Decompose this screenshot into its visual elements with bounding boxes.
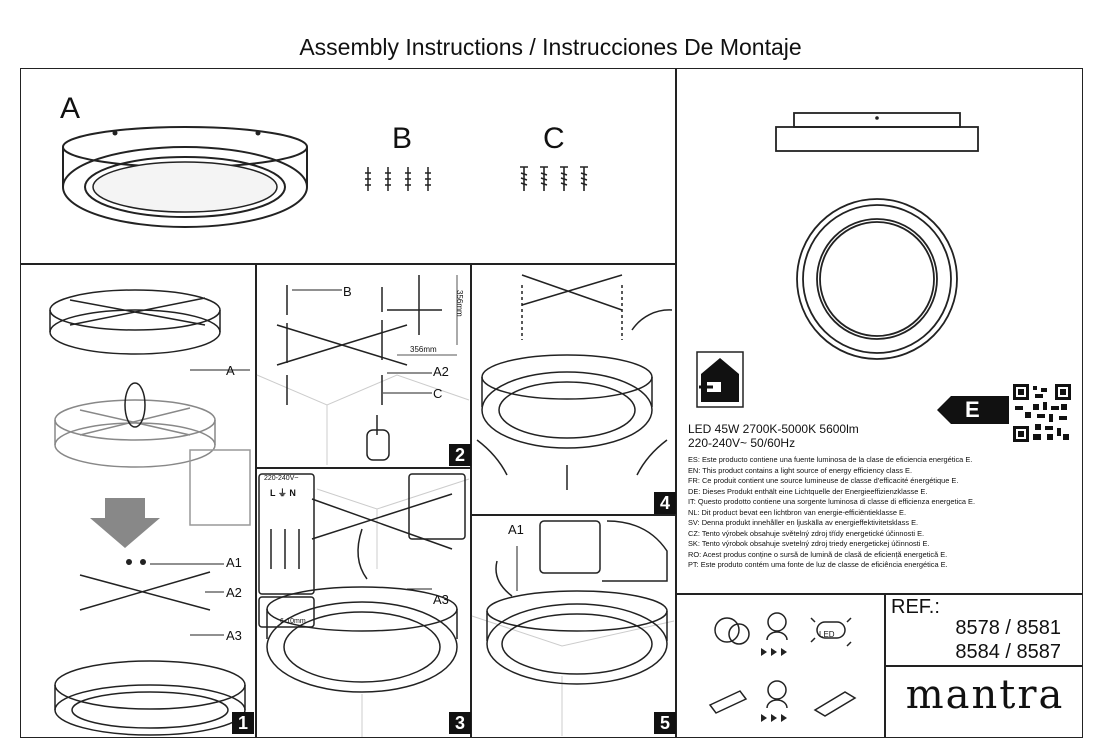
qr-code-icon <box>1013 384 1071 442</box>
instruction-sheet-frame <box>20 68 1083 738</box>
lamp-top-view <box>796 198 958 360</box>
ref-numbers-line2: 8584 / 8587 <box>955 641 1061 663</box>
divider <box>675 68 677 738</box>
spec-voltage: 220-240V~ 50/60Hz <box>688 436 796 450</box>
step-number-3: 3 <box>449 712 471 734</box>
step4-illustration <box>476 274 673 490</box>
lamp-side-view <box>775 112 979 152</box>
divider <box>470 263 472 738</box>
eu-notice: RO: Acest produs conține o sursă de lumi… <box>688 549 948 559</box>
divider <box>675 593 1083 595</box>
ref-numbers-line1: 8578 / 8581 <box>955 617 1061 639</box>
terminal-labels: L ⏚ N <box>270 488 296 498</box>
part-b-label: B <box>392 122 413 155</box>
eu-notice: ES: Este producto contiene una fuente lu… <box>688 455 973 464</box>
divider <box>255 263 257 738</box>
divider <box>255 467 470 469</box>
ref-label: REF.: <box>891 596 940 618</box>
eu-notice: FR: Ce produit contient une source lumin… <box>688 476 959 485</box>
step2-label-b: B <box>343 284 352 299</box>
step-number-2: 2 <box>449 444 471 466</box>
divider <box>470 514 675 516</box>
step1-illustration <box>49 289 251 736</box>
eu-notice: EN: This product contains a light source… <box>688 465 913 475</box>
page-title: Assembly Instructions / Instrucciones De… <box>299 34 802 60</box>
screw-icon <box>520 166 588 191</box>
led-icon-label: LED <box>819 630 835 639</box>
eu-notice: IT: Questo prodotto contiene una sorgent… <box>688 497 976 506</box>
ceiling-lamp-illustration <box>62 126 308 228</box>
led-disposal-icons <box>708 612 857 722</box>
energy-class-letter: E <box>965 397 980 422</box>
step-number-4: 4 <box>654 492 676 514</box>
eu-notice: CZ: Tento výrobek obsahuje světelný zdro… <box>688 528 925 538</box>
step1-label-a3: A3 <box>226 628 242 643</box>
brand-logo: mantra <box>905 672 1065 718</box>
spec-power: LED 45W 2700K-5000K 5600lm <box>688 422 859 436</box>
dimension-height: 356mm <box>455 290 464 317</box>
step3-label-a3: A3 <box>433 592 449 607</box>
step5-illustration <box>471 520 675 736</box>
eu-notices: ES: Este producto contiene una fuente lu… <box>688 455 975 571</box>
wall-plug-icon <box>365 167 431 191</box>
step2-illustration <box>256 275 470 465</box>
eu-notice: PT: Este produto contém uma fonte de luz… <box>688 560 948 569</box>
step-number-5: 5 <box>654 712 676 734</box>
divider <box>20 263 675 265</box>
divider <box>884 665 1083 667</box>
strip-length-label: 6-10mm <box>280 618 306 625</box>
energy-class-arrow-icon <box>937 396 1009 424</box>
step3-illustration <box>258 473 470 737</box>
voltage-label: 220-240V~ <box>264 475 299 482</box>
eu-notice: SV: Denna produkt innehåller en ljuskäll… <box>688 518 919 527</box>
eu-notice: SK: Tento výrobok obsahuje svetelný zdro… <box>688 539 930 548</box>
dimension-width: 356mm <box>410 345 437 354</box>
eu-notice: NL: Dit product bevat een lichtbron van … <box>688 507 907 517</box>
part-c-label: C <box>543 122 565 155</box>
step-number-1: 1 <box>232 712 254 734</box>
step2-label-a2: A2 <box>433 364 449 379</box>
step1-label-a1: A1 <box>226 555 242 570</box>
step1-label-a2: A2 <box>226 585 242 600</box>
eu-notice: DE: Dieses Produkt enthält eine Lichtque… <box>688 486 928 496</box>
house-light-icon <box>696 351 744 408</box>
step1-label-a: A <box>226 363 235 378</box>
part-a-label: A <box>60 92 81 125</box>
step2-label-c: C <box>433 386 443 401</box>
step5-label-a1: A1 <box>508 522 524 537</box>
